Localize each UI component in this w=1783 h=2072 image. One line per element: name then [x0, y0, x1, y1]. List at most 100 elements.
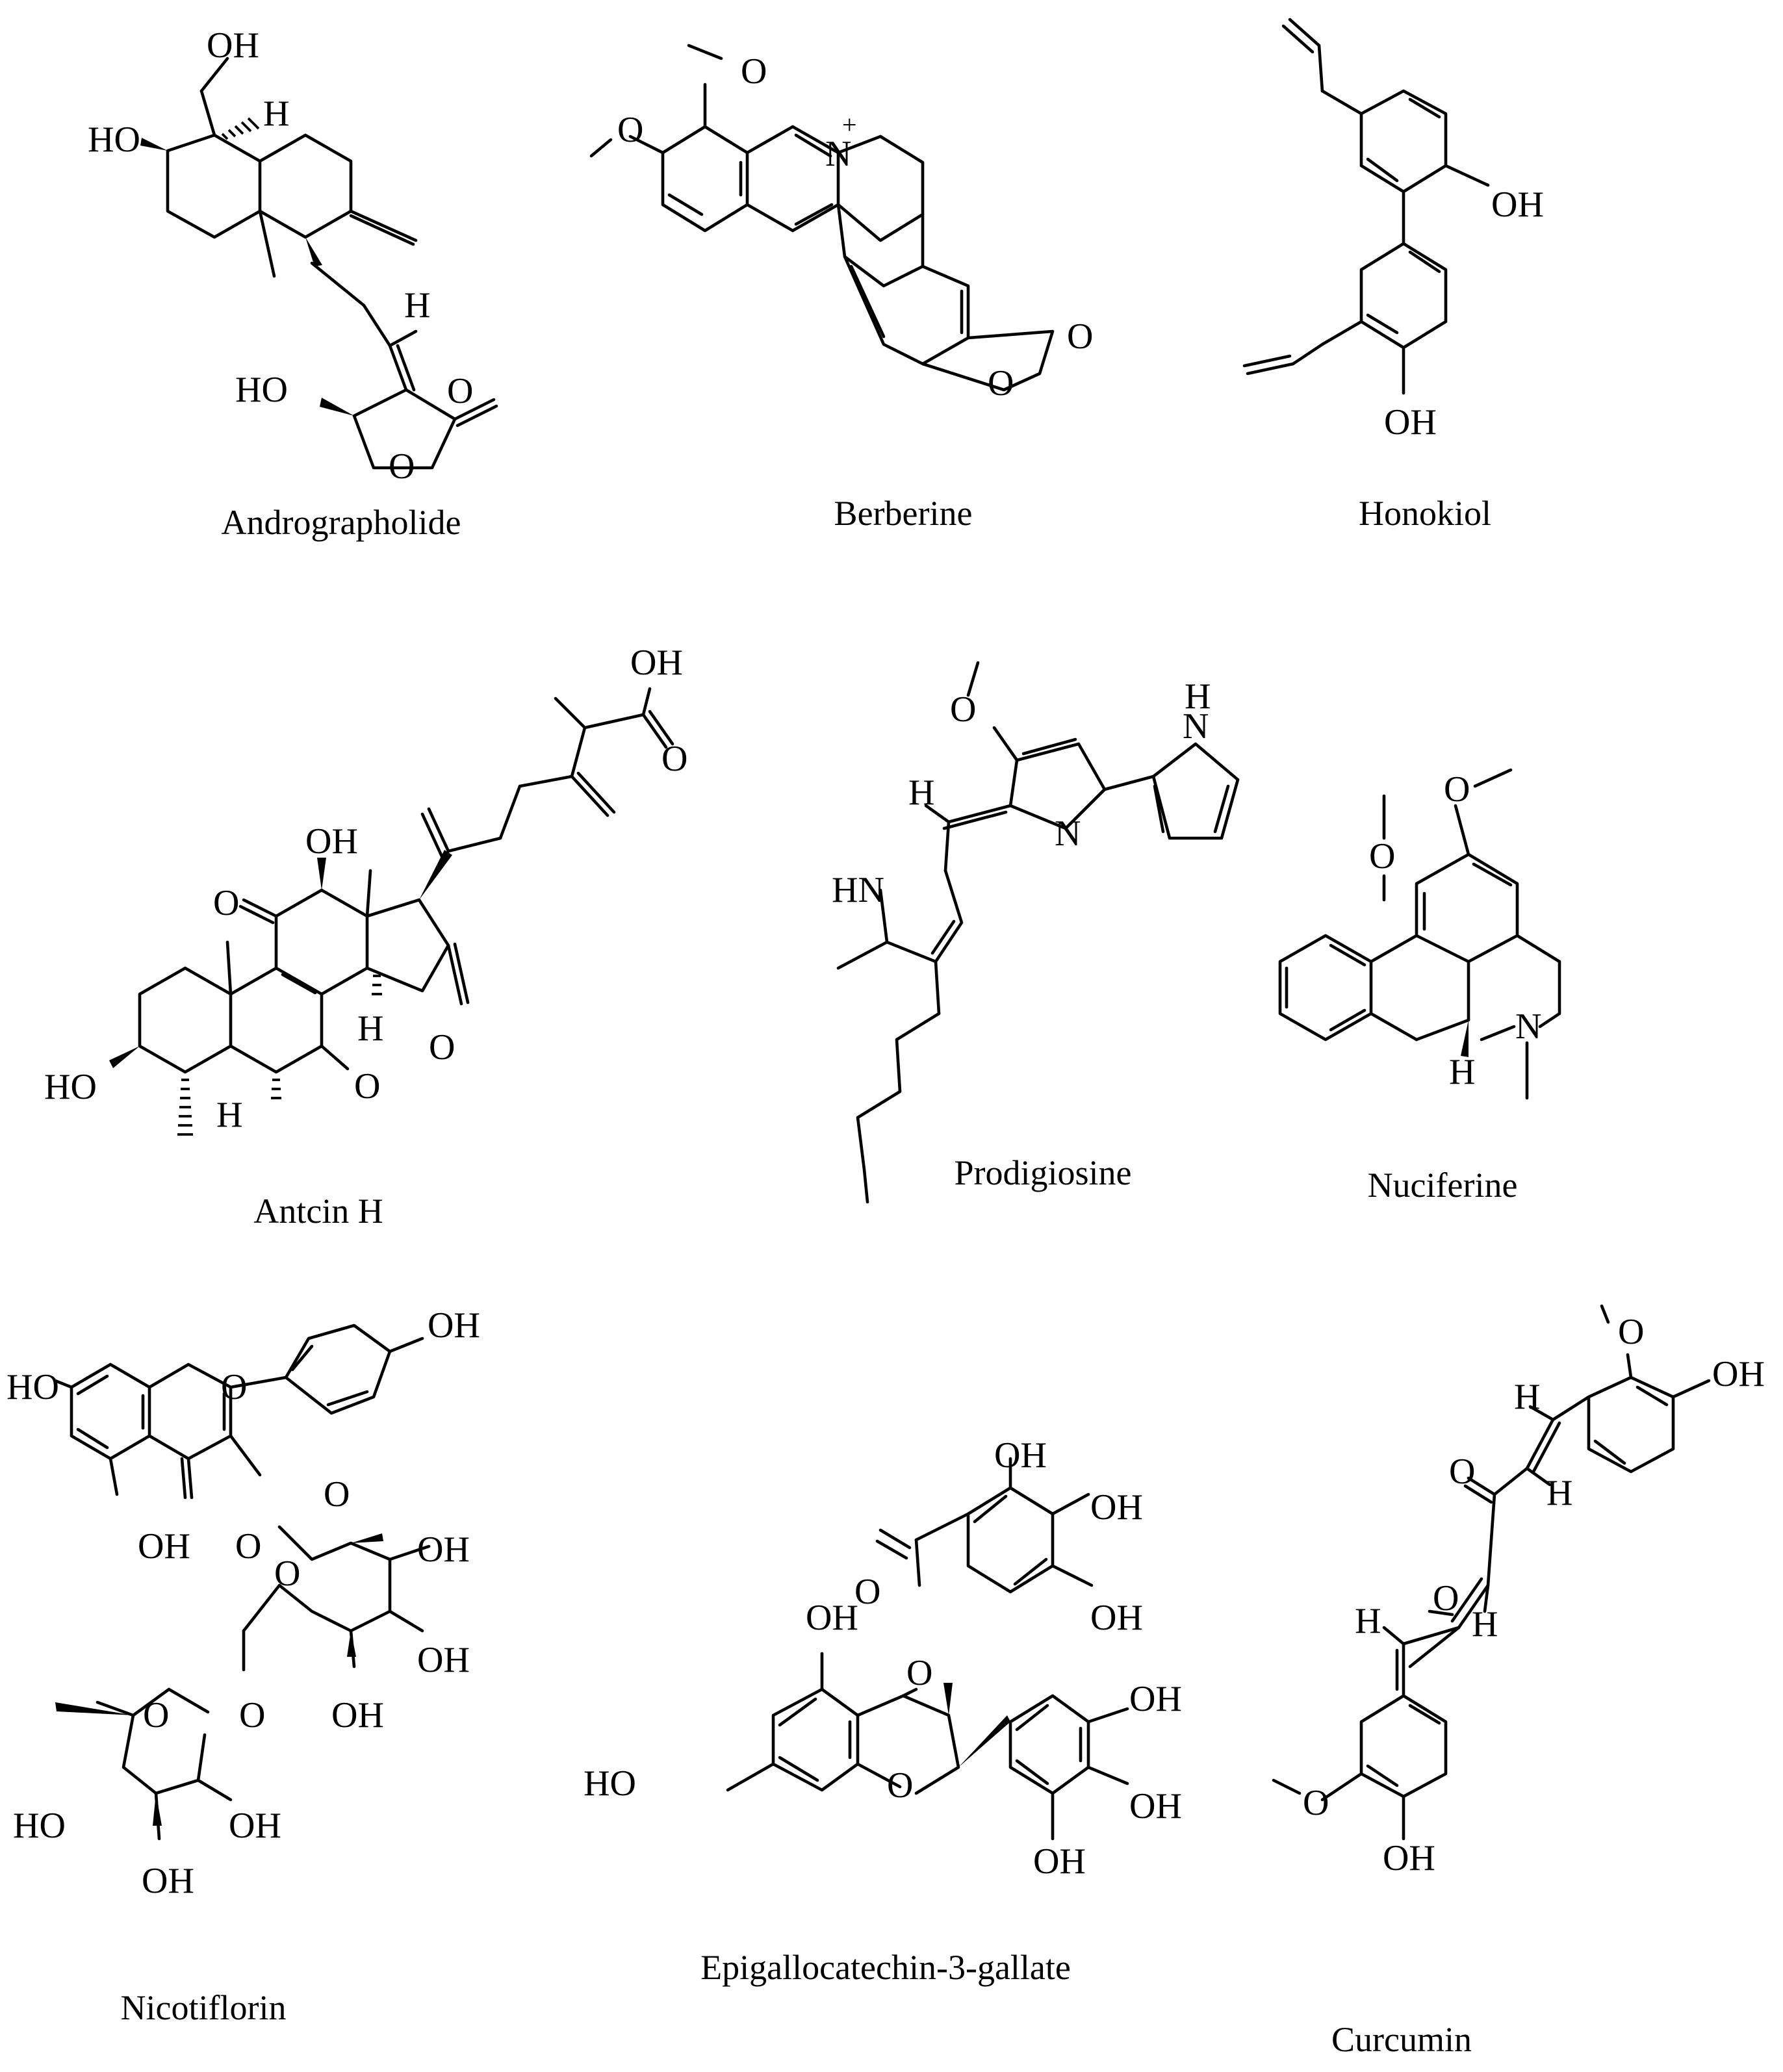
hydroxyl-label: OH [1712, 1354, 1765, 1394]
oxygen-label: O [617, 110, 643, 150]
hydroxyl-label: OH [229, 1806, 281, 1846]
compound-name: Andrographolide [222, 503, 461, 542]
hydroxyl-label: OH [207, 25, 259, 66]
hydroxyl-label: OH [428, 1305, 480, 1346]
prodigiosine-structure: O N N H H HN Prodigiosine [832, 661, 1240, 1204]
oxygen-label: O [741, 51, 767, 92]
hydrogen-label: H [1355, 1601, 1381, 1641]
nuciferine-structure: O O N H Nuciferine [1278, 768, 1561, 1205]
andrographolide-structure: OH HO H H HO O O Andrographolide [88, 25, 498, 542]
compound-name: Curcumin [1331, 2020, 1472, 2059]
hydroxyl-label: OH [806, 1598, 858, 1638]
positive-charge-label: + [842, 110, 857, 140]
pyrrole-nh-label: HN [832, 870, 884, 910]
hydroxyl-label: HO [13, 1806, 66, 1846]
nuciferine-stereo [1461, 1020, 1469, 1057]
antcin-h-stereo [109, 850, 452, 1136]
compound-name: Berberine [834, 494, 973, 533]
hydrogen-label: H [404, 285, 430, 326]
hydroxyl-label: OH [417, 1529, 470, 1570]
nitrogen-label: N [1183, 706, 1209, 747]
hydroxyl-label: OH [142, 1861, 194, 1901]
compound-name: Antcin H [253, 1192, 383, 1231]
oxygen-label: O [274, 1554, 300, 1594]
hydrogen-label: H [1514, 1377, 1540, 1417]
compound-name: Epigallocatechin-3-gallate [700, 1948, 1071, 1987]
oxygen-label: O [389, 446, 415, 487]
prodigiosine-atoms: O N N H H HN [832, 676, 1211, 910]
nicotiflorin-stereo [55, 1533, 383, 1826]
oxygen-label: O [143, 1695, 169, 1735]
hydroxyl-label: OH [1090, 1487, 1143, 1528]
oxygen-label: O [235, 1526, 261, 1567]
berberine-atoms: N + O O O O [617, 51, 1093, 403]
hydroxyl-label: OH [1090, 1598, 1143, 1638]
oxygen-label: O [221, 1367, 247, 1407]
hydrogen-label: H [263, 94, 289, 134]
hydroxyl-label: OH [630, 643, 683, 683]
nitrogen-label: N [1055, 813, 1081, 854]
antcin-h-bonds [138, 687, 674, 1074]
hydroxyl-label: OH [1383, 1838, 1435, 1878]
honokiol-atoms: OH OH [1384, 185, 1544, 442]
hydroxyl-label: OH [417, 1640, 470, 1680]
hydroxyl-label: HO [6, 1367, 59, 1407]
nicotiflorin-bonds [53, 1324, 431, 1841]
oxygen-label: O [1433, 1578, 1459, 1618]
nuciferine-atoms: O O N H [1369, 769, 1541, 1092]
nitrogen-label: N [1515, 1006, 1541, 1047]
oxygen-label: O [854, 1572, 880, 1612]
oxygen-label: O [1303, 1783, 1329, 1823]
hydroxyl-label: OH [1384, 402, 1437, 442]
andrographolide-stereo [140, 117, 354, 416]
antcin-h-structure: OH O OH O H O O HO H Antcin H [44, 643, 687, 1231]
andrographolide-atoms: OH HO H H HO O O [88, 25, 473, 487]
compound-name: Honokiol [1359, 494, 1491, 533]
hydrogen-label: H [357, 1008, 383, 1049]
compound-name: Nuciferine [1368, 1166, 1518, 1205]
hydroxyl-label: OH [331, 1695, 384, 1735]
berberine-structure: N + O O O O Berberine [589, 44, 1093, 533]
hydroxyl-label: HO [584, 1763, 636, 1804]
oxygen-label: O [213, 883, 239, 923]
hydroxyl-label: HO [235, 370, 288, 410]
compound-name: Nicotiflorin [121, 1988, 287, 2027]
hydrogen-label: H [908, 773, 934, 813]
oxygen-label: O [988, 363, 1014, 403]
oxygen-label: O [239, 1695, 265, 1735]
oxygen-label: O [950, 689, 976, 730]
oxygen-label: O [1067, 316, 1093, 357]
oxygen-label: O [906, 1653, 932, 1693]
egcg-stereo [943, 1683, 1010, 1767]
compound-name: Prodigiosine [954, 1153, 1131, 1192]
hydrogen-label: H [216, 1095, 242, 1135]
hydroxyl-label: OH [1129, 1679, 1182, 1719]
hydroxyl-label: OH [1491, 185, 1544, 225]
nuciferine-bonds [1278, 768, 1561, 1100]
curcumin-atoms: O OH H H O O H H O OH [1303, 1312, 1765, 1878]
egcg-atoms: OH OH OH O O OH HO O OH OH OH [584, 1435, 1182, 1882]
oxygen-label: O [324, 1474, 350, 1515]
hydroxyl-label: OH [1033, 1841, 1086, 1882]
nicotiflorin-structure: OH O HO O OH O OH O OH OH O O HO OH OH N… [6, 1305, 480, 2027]
hydroxyl-label: OH [138, 1526, 190, 1567]
hydroxyl-label: OH [305, 821, 358, 862]
honokiol-bonds [1242, 18, 1490, 395]
nicotiflorin-atoms: OH O HO O OH O OH O OH OH O O HO OH OH [6, 1305, 480, 1901]
hydroxyl-label: OH [994, 1435, 1047, 1476]
curcumin-bonds [1272, 1304, 1711, 1841]
oxygen-label: O [447, 371, 473, 411]
hydrogen-label: H [1185, 676, 1211, 717]
hydroxyl-label: HO [88, 120, 140, 160]
oxygen-label: O [1449, 1452, 1475, 1492]
hydrogen-label: H [1449, 1052, 1475, 1092]
hydroxyl-label: OH [1129, 1786, 1182, 1826]
oxygen-label: O [887, 1765, 913, 1806]
oxygen-label: O [1618, 1312, 1644, 1352]
hydroxyl-label: HO [44, 1067, 97, 1107]
hydrogen-label: H [1546, 1473, 1572, 1513]
oxygen-label: O [429, 1027, 455, 1068]
antcin-h-atoms: OH O OH O H O O HO H [44, 643, 687, 1135]
